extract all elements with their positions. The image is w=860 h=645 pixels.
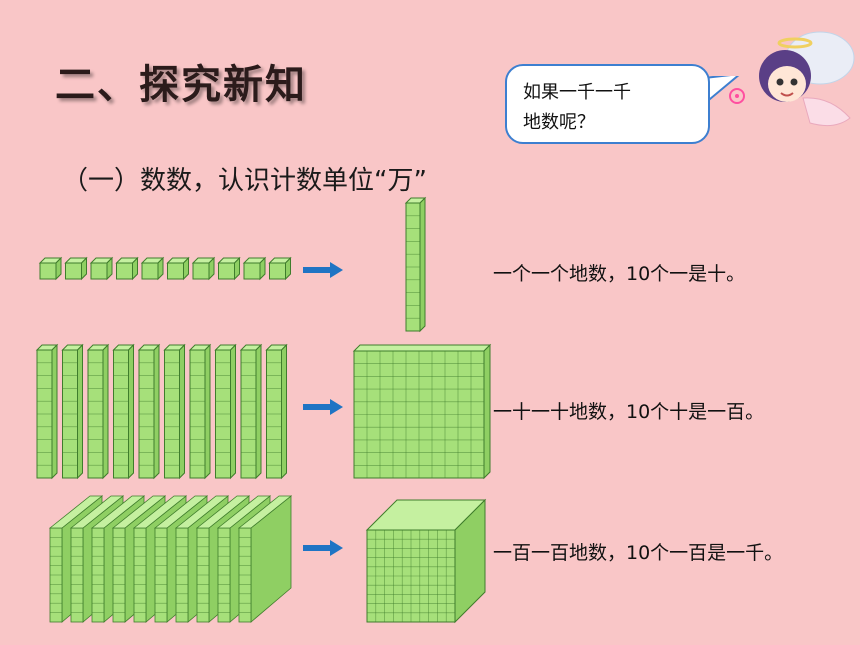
fairy-illustration: [729, 31, 855, 127]
unit-cube: [141, 262, 159, 280]
unit-cube: [167, 262, 184, 280]
unit-cube: [39, 262, 57, 280]
arrow-row-3: [303, 540, 343, 556]
section-subtitle: （一）数数，认识计数单位“万”: [62, 166, 427, 196]
unit-cube: [90, 262, 108, 280]
unit-cube: [192, 262, 210, 280]
speech-line-1: 如果一千一千: [523, 82, 631, 103]
arrow-row-2: [303, 399, 343, 415]
row-2-text: 一十一十地数，10个十是一百。: [493, 401, 765, 423]
unit-cube: [243, 262, 261, 280]
row-3-text: 一百一百地数，10个一百是一千。: [493, 542, 784, 564]
speech-bubble: 如果一千一千 地数呢？: [505, 64, 710, 144]
speech-bubble-tail: [704, 76, 740, 106]
unit-cube: [218, 262, 235, 280]
page-title: 二、探究新知: [55, 62, 307, 108]
speech-line-2: 地数呢？: [523, 112, 595, 133]
unit-cube: [65, 262, 82, 280]
speech-bubble-text: 如果一千一千 地数呢？: [523, 78, 693, 138]
row-1-text: 一个一个地数，10个一是十。: [493, 263, 746, 285]
unit-cube: [269, 262, 286, 280]
arrow-row-1: [303, 262, 343, 278]
unit-cube: [116, 262, 133, 280]
